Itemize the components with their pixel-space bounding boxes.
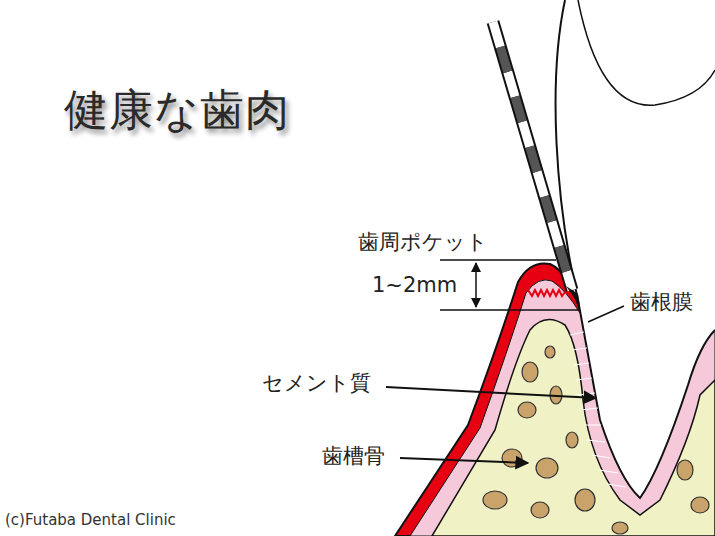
tooth [556, 0, 715, 498]
probe-tip [566, 286, 580, 306]
ligament-fibres [570, 332, 626, 487]
dimension-label: 1~2mm [372, 273, 457, 298]
leader-line [386, 387, 596, 398]
diagram-title: 健康な歯肉 [64, 84, 290, 137]
crown-outline [578, 0, 715, 105]
dimension-arrow [475, 263, 477, 307]
dimension-line [440, 309, 580, 311]
leader-line [588, 306, 624, 322]
probe-marks-dark [493, 22, 572, 290]
probe-marks [493, 22, 572, 290]
probe-body [493, 22, 572, 290]
tooth-outline [556, 0, 715, 498]
part-label: 歯周ポケット [358, 230, 488, 255]
copyright-note: (c)Futaba Dental Clinic [5, 511, 176, 529]
part-label: 歯槽骨 [322, 444, 385, 469]
sulcus-epithelium [528, 290, 565, 296]
leader-line [400, 458, 528, 463]
part-label: セメント質 [262, 371, 371, 396]
part-label: 歯根膜 [630, 290, 693, 315]
dimension-line [440, 259, 556, 261]
